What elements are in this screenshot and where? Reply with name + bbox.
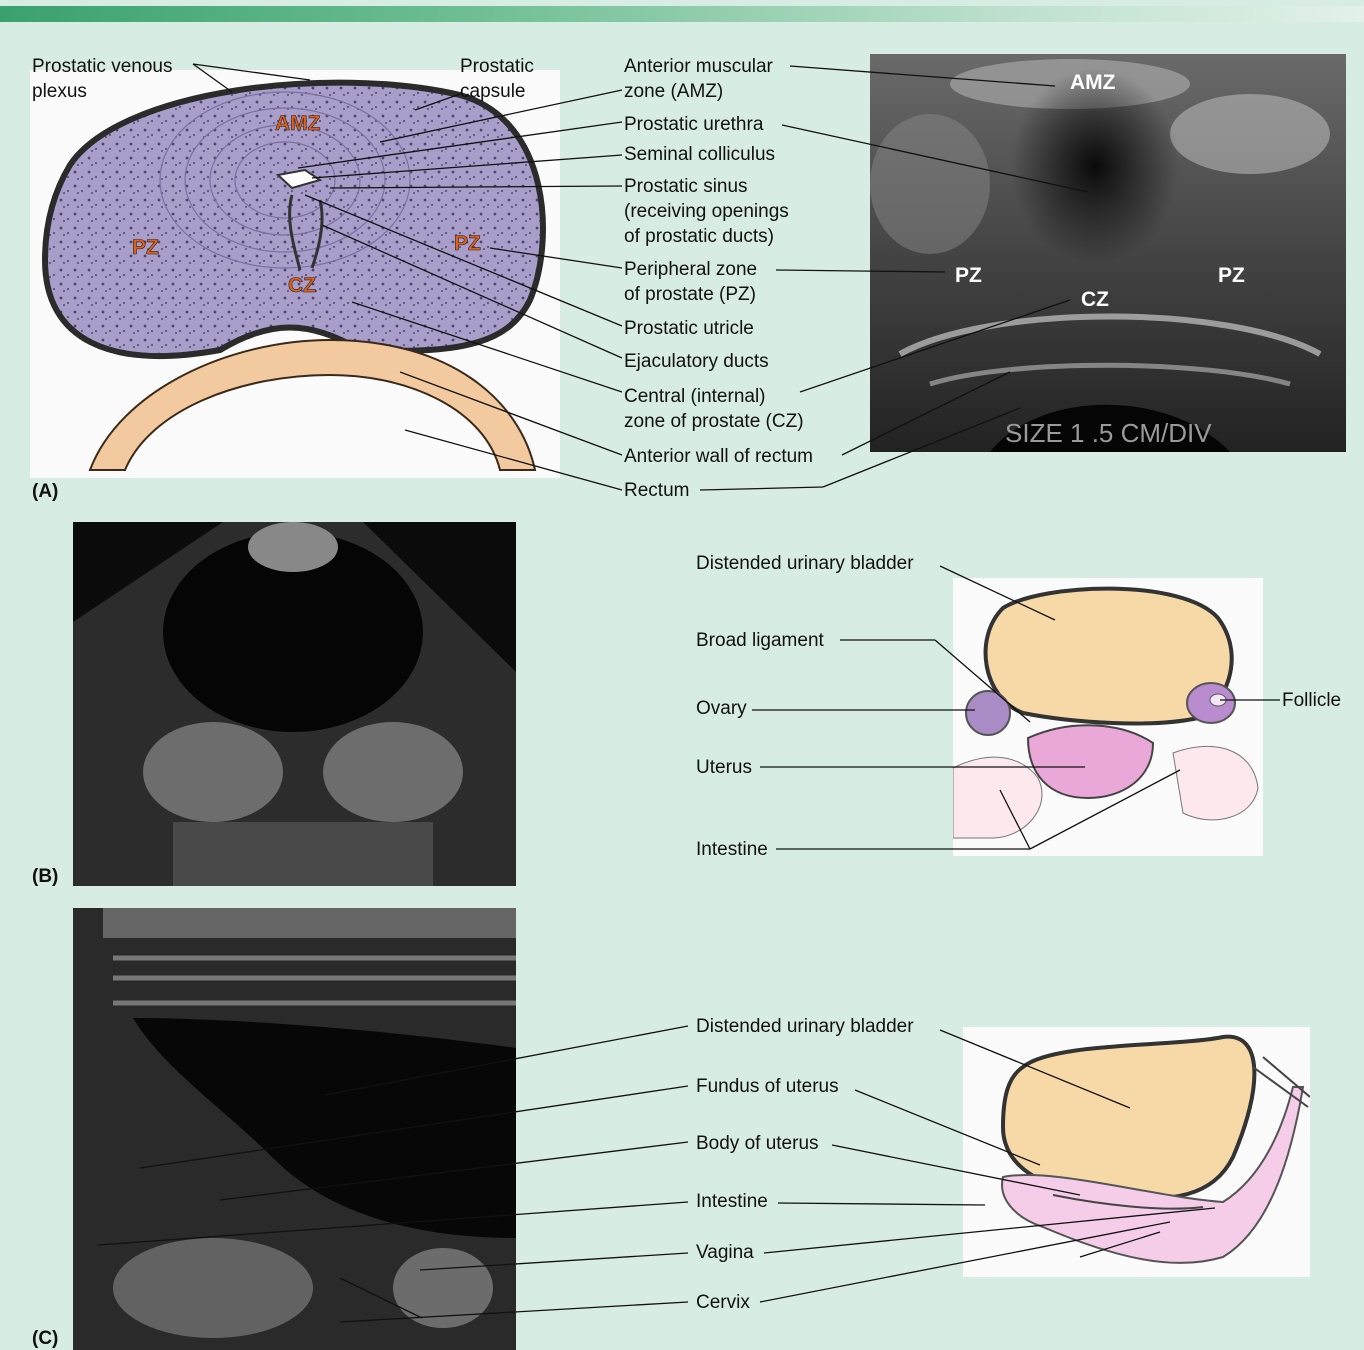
panel-c-label: (C) — [32, 1328, 58, 1350]
label-c-vagina: Vagina — [696, 1240, 754, 1265]
label-b-follicle: Follicle — [1282, 688, 1341, 713]
label-central-zone: Central (internal) zone of prostate (CZ) — [624, 384, 804, 434]
label-prostatic-venous-plexus: Prostatic venous plexus — [32, 54, 172, 104]
label-seminal-colliculus: Seminal colliculus — [624, 142, 775, 167]
label-c-body: Body of uterus — [696, 1131, 819, 1156]
panel-b-label: (B) — [32, 866, 58, 888]
label-c-cervix: Cervix — [696, 1290, 750, 1315]
label-prostatic-urethra: Prostatic urethra — [624, 112, 763, 137]
label-c-intestine: Intestine — [696, 1189, 768, 1214]
label-b-intestine: Intestine — [696, 837, 768, 862]
label-rectum: Rectum — [624, 478, 689, 503]
label-c-bladder: Distended urinary bladder — [696, 1014, 914, 1039]
label-c-fundus: Fundus of uterus — [696, 1074, 839, 1099]
label-anterior-wall-rectum: Anterior wall of rectum — [624, 444, 813, 469]
label-b-uterus: Uterus — [696, 755, 752, 780]
panel-a-label: (A) — [32, 481, 58, 503]
label-b-broad-ligament: Broad ligament — [696, 628, 824, 653]
label-prostatic-utricle: Prostatic utricle — [624, 316, 754, 341]
label-b-bladder: Distended urinary bladder — [696, 551, 914, 576]
label-anterior-muscular-zone: Anterior muscular zone (AMZ) — [624, 54, 773, 104]
label-prostatic-capsule: Prostatic capsule — [460, 54, 534, 104]
label-prostatic-sinus: Prostatic sinus (receiving openings of p… — [624, 174, 789, 249]
label-peripheral-zone: Peripheral zone of prostate (PZ) — [624, 257, 757, 307]
label-b-ovary: Ovary — [696, 696, 747, 721]
label-ejaculatory-ducts: Ejaculatory ducts — [624, 349, 769, 374]
